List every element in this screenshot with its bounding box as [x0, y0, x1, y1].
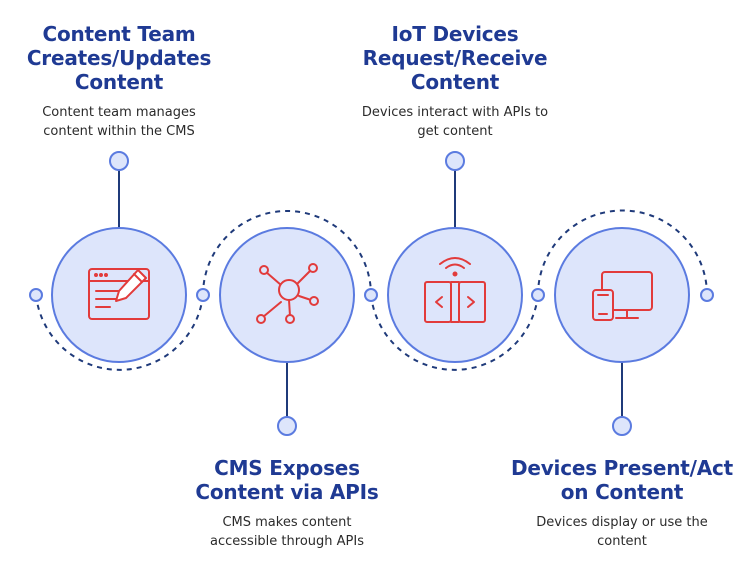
connector-arc-2: [202, 210, 372, 296]
step-1-title: Content Team Creates/Updates Content: [9, 22, 229, 94]
step-2-desc-line: CMS makes content: [222, 515, 352, 530]
step-4-desc-line: Devices display or use the: [536, 515, 708, 530]
node-side-left: [29, 288, 43, 302]
step-3-title-line: Content: [410, 70, 500, 94]
step-3-description: Devices interact with APIs to get conten…: [330, 103, 580, 141]
node-side-right: [700, 288, 714, 302]
node-side-3: [531, 288, 545, 302]
node-top-1: [109, 151, 129, 171]
step-1-title-line: Creates/Updates: [26, 46, 212, 70]
step-2-desc-line: accessible through APIs: [210, 534, 364, 549]
step-4-title: Devices Present/Act on Content: [499, 456, 745, 504]
step-3-title-line: IoT Devices: [391, 22, 519, 46]
step-3-desc-line: get content: [417, 124, 493, 139]
step-2-title: CMS Exposes Content via APIs: [172, 456, 402, 504]
step-circle-4: [554, 227, 690, 363]
step-4-desc-line: content: [597, 534, 647, 549]
connector-arc-1: [35, 294, 204, 371]
node-bottom-4: [612, 416, 632, 436]
content-editor-icon: [88, 268, 150, 320]
node-side-1: [196, 288, 210, 302]
node-top-3: [445, 151, 465, 171]
step-3-desc-line: Devices interact with APIs to: [361, 105, 549, 120]
step-2-description: CMS makes content accessible through API…: [172, 513, 402, 551]
step-1-title-line: Content Team: [42, 22, 196, 46]
step-3-title: IoT Devices Request/Receive Content: [337, 22, 573, 94]
node-side-2: [364, 288, 378, 302]
step-1-desc-line: content within the CMS: [43, 124, 195, 139]
step-2-title-line: Content via APIs: [195, 480, 379, 504]
multi-device-icon: [592, 271, 653, 321]
step-1-title-line: Content: [74, 70, 164, 94]
step-4-description: Devices display or use the content: [507, 513, 737, 551]
step-4-title-line: Devices Present/Act: [510, 456, 734, 480]
step-1-desc-line: Content team manages: [42, 105, 196, 120]
step-4-title-line: on Content: [560, 480, 684, 504]
connector-arc-4: [537, 209, 708, 296]
step-circle-3: [387, 227, 523, 363]
node-bottom-2: [277, 416, 297, 436]
step-1-description: Content team manages content within the …: [4, 103, 234, 141]
network-hub-icon: [256, 263, 319, 324]
iot-device-icon: [424, 257, 486, 323]
step-2-title-line: CMS Exposes: [214, 456, 360, 480]
connector-arc-3: [370, 294, 539, 371]
step-3-title-line: Request/Receive: [362, 46, 548, 70]
